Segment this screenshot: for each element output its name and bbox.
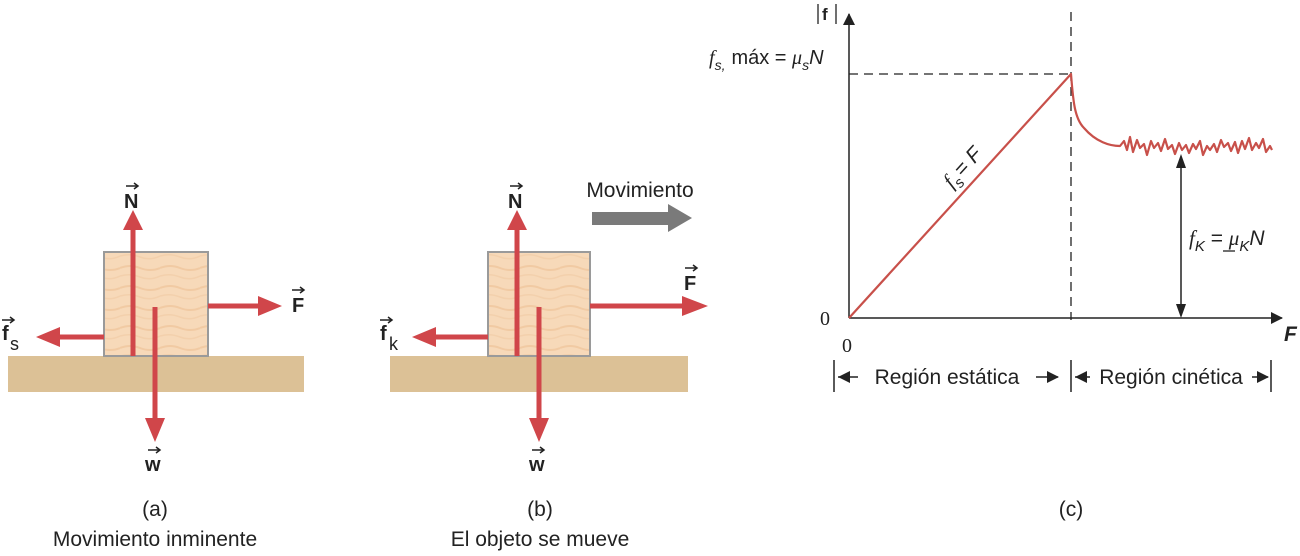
static-friction-line-label: fs= F bbox=[938, 141, 991, 196]
svg-text:f: f bbox=[380, 323, 387, 345]
panel-b-letter: (b) bbox=[527, 498, 553, 521]
svg-text:w: w bbox=[528, 454, 545, 476]
svg-text:k: k bbox=[389, 334, 399, 354]
motion-arrowhead bbox=[668, 204, 692, 232]
svg-text:N: N bbox=[508, 191, 522, 213]
label-N-a: N bbox=[124, 182, 140, 213]
svg-text:s: s bbox=[10, 334, 19, 354]
x-axis-label: F bbox=[1284, 323, 1298, 346]
weight-arrowhead-a bbox=[145, 418, 165, 442]
svg-text:F: F bbox=[684, 273, 696, 295]
region-kinetic-marker: Región cinética bbox=[1070, 360, 1272, 392]
svg-text:F: F bbox=[292, 295, 304, 317]
svg-text:fs= F: fs= F bbox=[938, 141, 991, 196]
friction-arrowhead-a bbox=[36, 327, 60, 347]
y-axis-label: f bbox=[817, 4, 837, 24]
region-kinetic-label: Región cinética bbox=[1099, 366, 1243, 389]
label-f-a: f s bbox=[2, 316, 19, 354]
panel-a: N F w f s (a) Movimiento inminente bbox=[2, 182, 306, 551]
motion-arrow-body bbox=[592, 212, 670, 225]
label-w-a: w bbox=[144, 446, 162, 476]
normal-arrowhead-a bbox=[123, 210, 143, 230]
panel-c-graph: f F 0 0 fs,máx = μsN fs= F fK = μKN bbox=[709, 4, 1298, 521]
label-N-b: N bbox=[508, 182, 524, 213]
label-f-b: f k bbox=[380, 316, 399, 354]
label-F-b: F bbox=[684, 264, 699, 295]
region-static-label: Región estática bbox=[875, 366, 1020, 389]
applied-arrowhead-a bbox=[258, 296, 282, 316]
applied-arrowhead-b bbox=[682, 296, 708, 316]
label-F-a: F bbox=[292, 286, 306, 317]
region-static-marker: Región estática bbox=[833, 360, 1059, 392]
origin-x-label: 0 bbox=[842, 335, 852, 357]
weight-arrowhead-b bbox=[529, 418, 549, 442]
label-w-b: w bbox=[528, 446, 546, 476]
svg-text:w: w bbox=[144, 454, 161, 476]
motion-label: Movimiento bbox=[586, 179, 693, 202]
svg-text:N: N bbox=[124, 191, 138, 213]
svg-text:f: f bbox=[822, 5, 828, 24]
kinetic-arrow-bottom bbox=[1176, 304, 1186, 318]
panel-c-letter: (c) bbox=[1059, 498, 1084, 521]
kinetic-friction-label: fK = μKN bbox=[1189, 226, 1265, 255]
svg-text:fK = μKN: fK = μKN bbox=[1189, 226, 1265, 255]
panel-b-caption: El objeto se mueve bbox=[451, 528, 630, 551]
max-static-friction-label: fs,máx = μsN bbox=[709, 47, 824, 73]
normal-arrowhead-b bbox=[507, 210, 527, 230]
panel-a-caption: Movimiento inminente bbox=[53, 528, 257, 551]
origin-y-label: 0 bbox=[820, 308, 830, 330]
panel-b: Movimiento N F w f k (b) bbox=[380, 179, 708, 551]
panel-a-letter: (a) bbox=[142, 498, 168, 521]
svg-text:fs,máx = μsN: fs,máx = μsN bbox=[709, 47, 824, 73]
friction-arrowhead-b bbox=[412, 327, 436, 347]
friction-curve bbox=[848, 72, 1273, 319]
kinetic-arrow-top bbox=[1176, 154, 1186, 168]
svg-text:f: f bbox=[2, 323, 9, 345]
